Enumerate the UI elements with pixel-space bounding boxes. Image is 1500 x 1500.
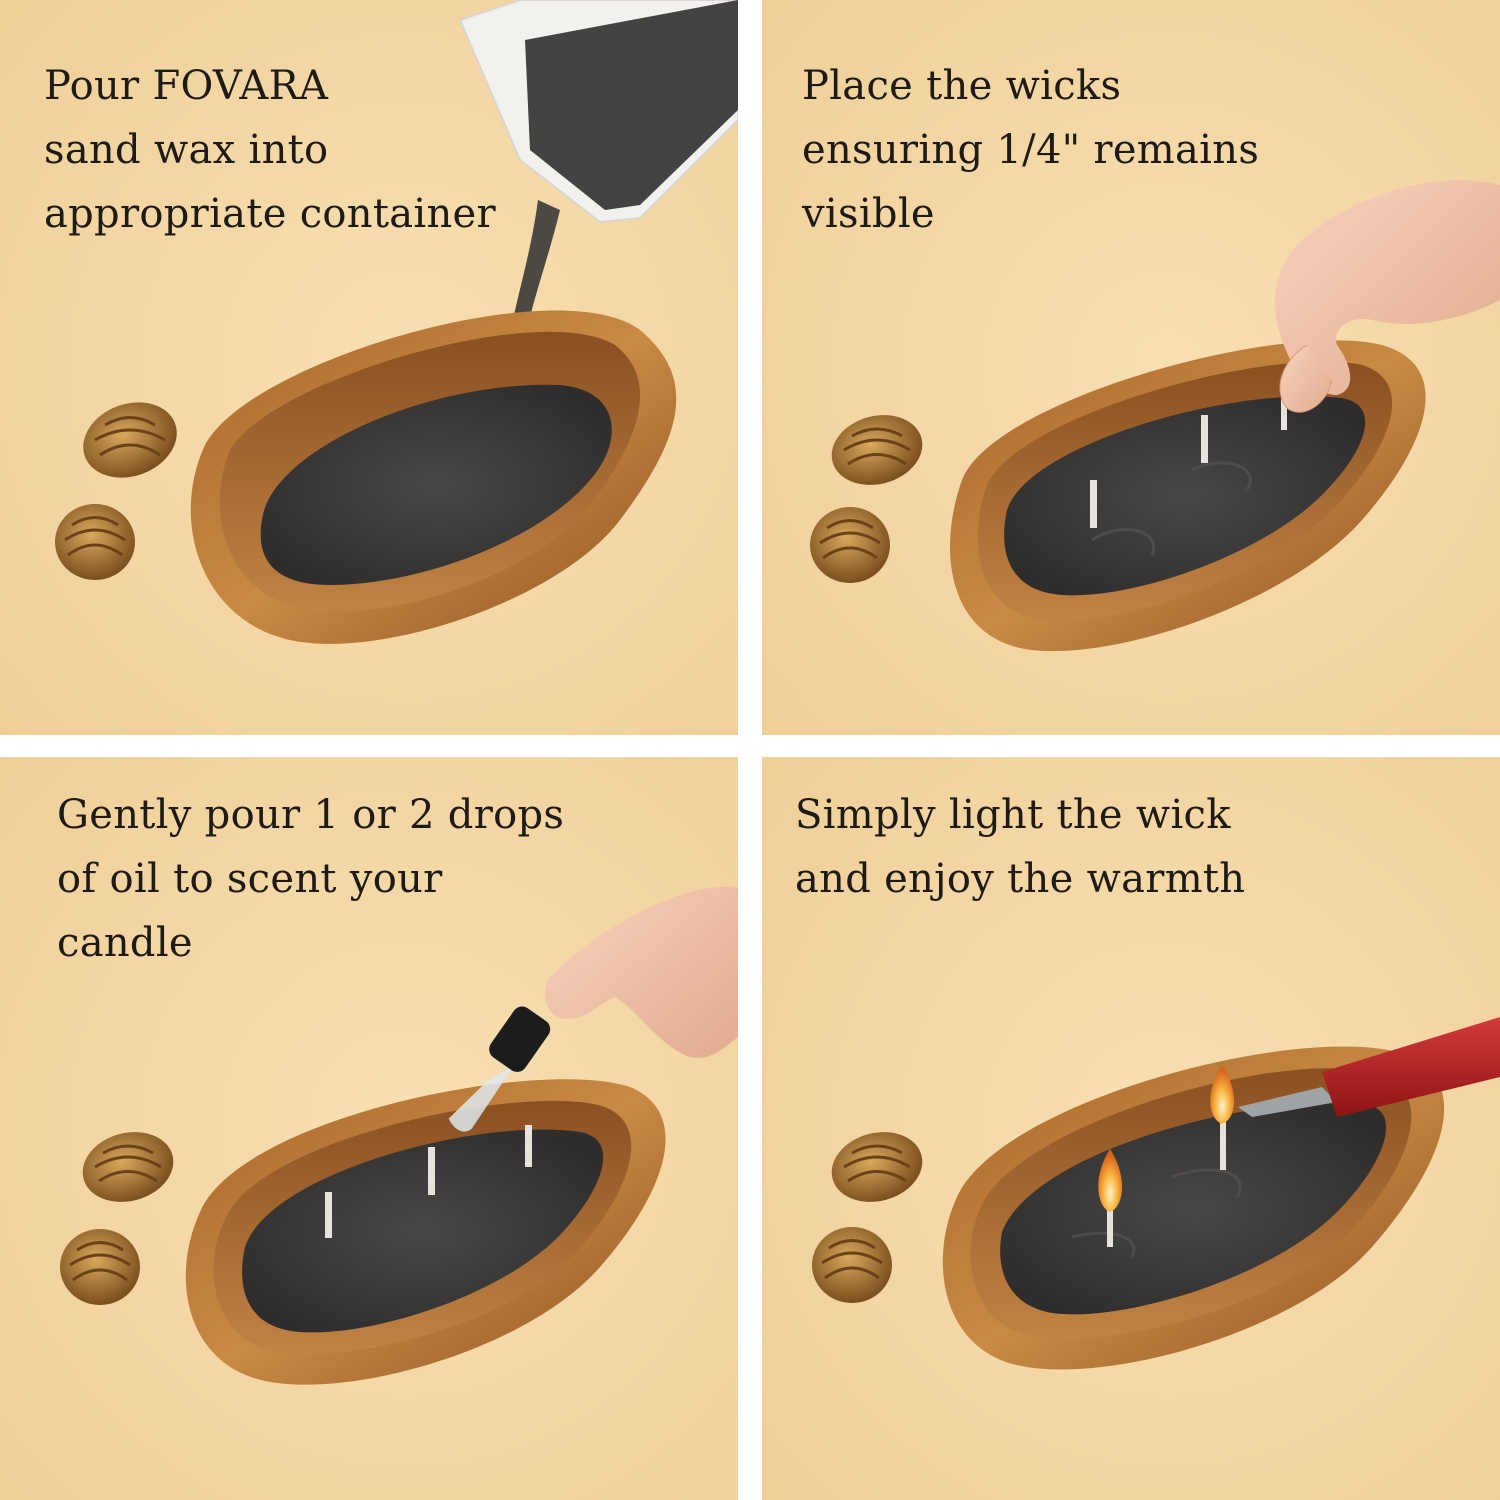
caption-line: visible — [802, 191, 935, 237]
caption-line: ensuring 1/4" remains — [802, 127, 1260, 173]
step-caption: Pour FOVARA sand wax into appropriate co… — [44, 54, 496, 246]
caption-line: Gently pour 1 or 2 drops — [57, 792, 565, 838]
step-panel-scent-oil: Gently pour 1 or 2 drops of oil to scent… — [0, 757, 738, 1500]
light-wick-illustration — [762, 757, 1500, 1500]
step-caption: Simply light the wick and enjoy the warm… — [795, 783, 1245, 911]
step-panel-pour-wax: Pour FOVARA sand wax into appropriate co… — [0, 0, 738, 735]
caption-line: sand wax into — [44, 127, 329, 173]
step-caption: Gently pour 1 or 2 drops of oil to scent… — [57, 783, 564, 975]
scent-oil-illustration — [0, 757, 738, 1500]
caption-line: of oil to scent your — [57, 856, 443, 902]
caption-line: and enjoy the warmth — [795, 856, 1246, 902]
caption-line: Simply light the wick — [795, 792, 1231, 838]
step-panel-place-wicks: Place the wicks ensuring 1/4" remains vi… — [762, 0, 1500, 735]
pour-wax-illustration — [0, 0, 738, 735]
place-wicks-illustration — [762, 0, 1500, 735]
caption-line: appropriate container — [44, 191, 496, 237]
caption-line: Place the wicks — [802, 63, 1122, 109]
caption-line: candle — [57, 920, 193, 966]
step-panel-light-wick: Simply light the wick and enjoy the warm… — [762, 757, 1500, 1500]
step-caption: Place the wicks ensuring 1/4" remains vi… — [802, 54, 1259, 246]
caption-line: Pour FOVARA — [44, 63, 329, 109]
